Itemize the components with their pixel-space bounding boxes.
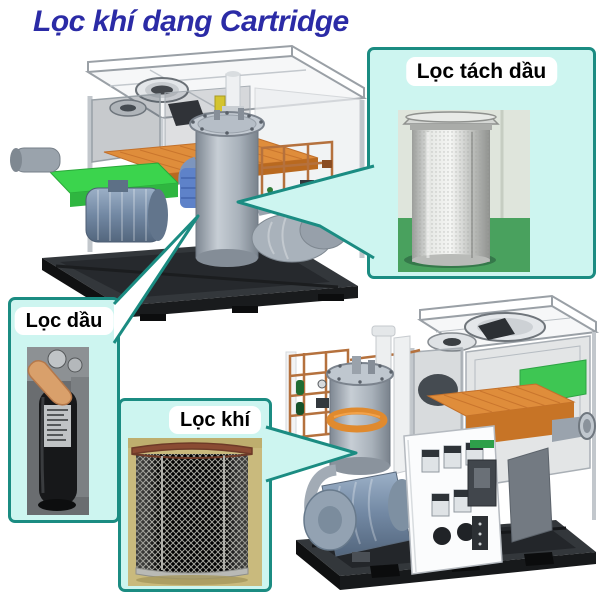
- callout-oil-separator: Lọc tách dầu: [367, 47, 596, 279]
- bottom-compressor-render: [285, 294, 600, 590]
- oil-separator-photo: [398, 110, 530, 272]
- air-filter-photo: [128, 438, 262, 586]
- callout-oil-filter-label: Lọc dầu: [14, 307, 114, 335]
- callout-oil-separator-label: Lọc tách dầu: [405, 57, 558, 87]
- callout-air-filter: Lọc khí: [118, 398, 272, 592]
- page-title: Lọc khí dạng Cartridge: [33, 5, 349, 38]
- callout-air-filter-label: Lọc khí: [168, 406, 261, 434]
- oil-filter-photo: [27, 347, 89, 515]
- callout-oil-filter: Lọc dầu: [8, 297, 120, 523]
- top-compressor-render: [10, 44, 368, 321]
